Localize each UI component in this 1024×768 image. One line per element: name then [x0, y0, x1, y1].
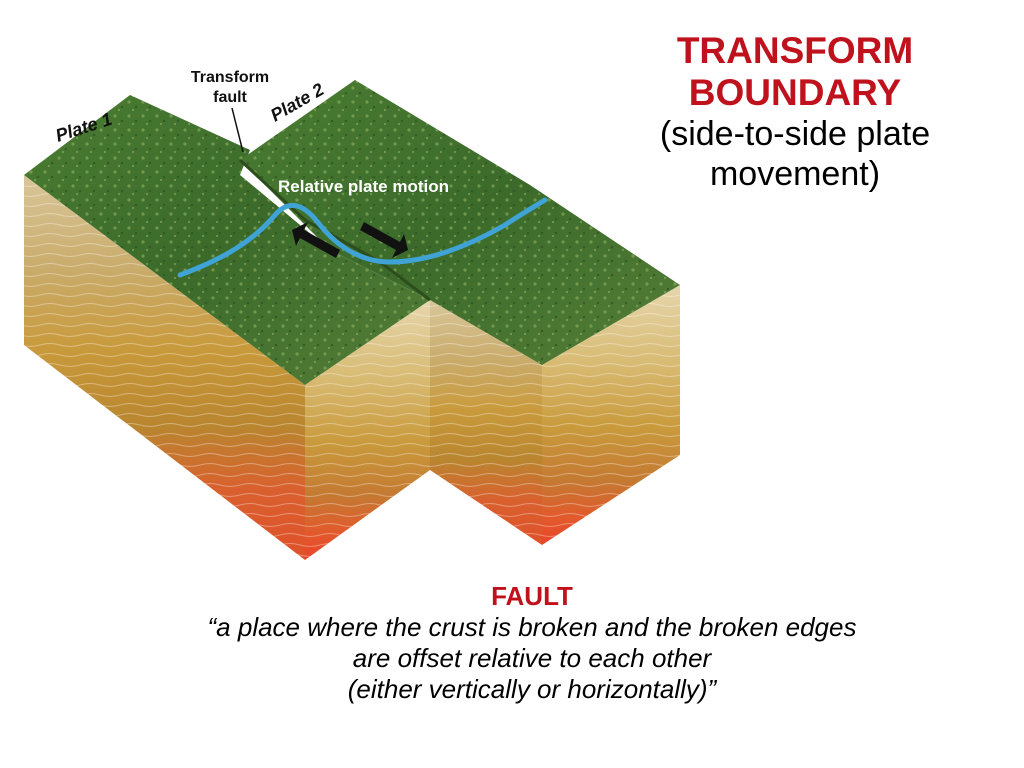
plate1-block: [24, 95, 430, 560]
fault-label-line1: Transform: [191, 69, 269, 86]
motion-arrow-left: [292, 222, 340, 258]
motion-arrow-right: [360, 222, 408, 258]
title-line-2: BOUNDARY: [688, 72, 902, 113]
fault-label-line2: fault: [213, 89, 247, 106]
definition-block: FAULT “a place where the crust is broken…: [40, 580, 1024, 705]
fault-line: [238, 158, 431, 302]
subtitle-line-2: movement): [709, 155, 881, 193]
title-block: TRANSFORM BOUNDARY (side-to-side plate m…: [590, 30, 1000, 194]
definition-line-3: (either vertically or horizontally)”: [347, 674, 717, 704]
subtitle-line-1: (side-to-side plate: [659, 115, 931, 153]
title-line-1: TRANSFORM: [676, 30, 914, 71]
motion-label: Relative plate motion: [278, 177, 449, 196]
definition-line-1: “a place where the crust is broken and t…: [207, 612, 857, 642]
fault-label-leader: [231, 107, 244, 153]
river: [177, 197, 548, 278]
definition-title: FAULT: [491, 581, 573, 611]
plate2-block: [240, 80, 680, 545]
definition-line-2: are offset relative to each other: [352, 643, 712, 673]
transform-boundary-diagram: Plate 1 Plate 2 Transform fault Relative…: [24, 69, 680, 560]
